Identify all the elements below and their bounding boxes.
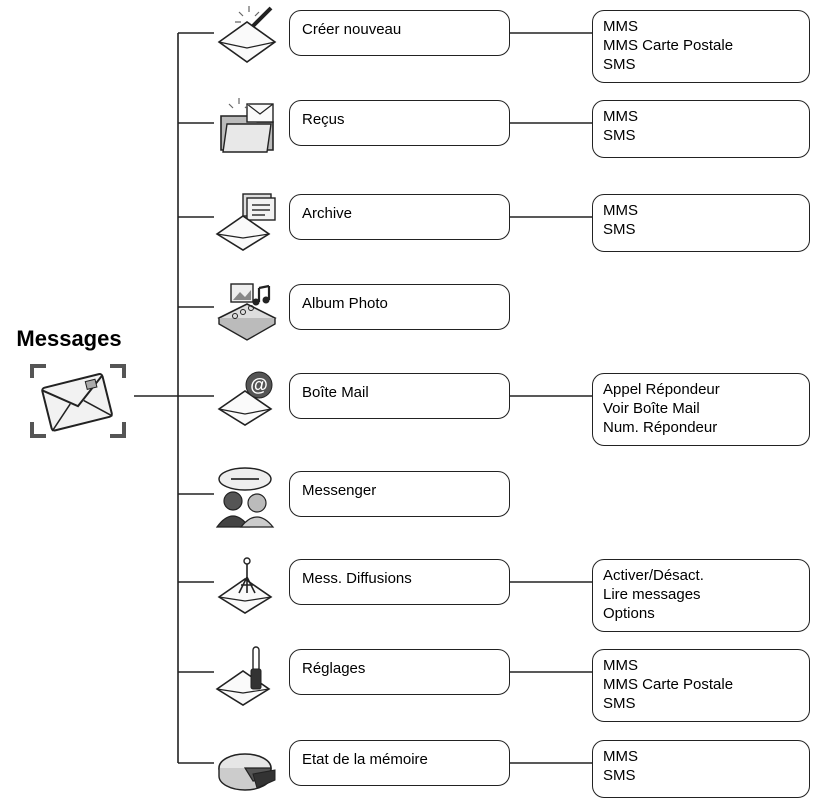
menu-item[interactable]: Créer nouveau xyxy=(289,10,510,56)
email-at-icon: @ xyxy=(210,367,280,436)
memory-pie-icon xyxy=(210,734,280,803)
menu-item-label: Archive xyxy=(302,205,353,222)
submenu-item[interactable]: MMS Carte Postale xyxy=(603,37,734,54)
menu-item[interactable]: Messenger xyxy=(289,471,510,517)
submenu-box: MMS SMS xyxy=(592,100,810,158)
envelope-pen-icon xyxy=(210,4,280,73)
submenu-item[interactable]: MMS xyxy=(603,202,638,219)
submenu-item[interactable]: Lire messages xyxy=(603,586,701,603)
menu-item-label: Etat de la mémoire xyxy=(302,751,428,768)
photo-album-icon xyxy=(210,278,280,347)
menu-item-label: Messenger xyxy=(302,482,377,499)
submenu-box: MMS SMS xyxy=(592,740,810,798)
menu-item-label: Mess. Diffusions xyxy=(302,570,412,587)
page-title: Messages xyxy=(16,326,122,351)
submenu-item[interactable]: SMS xyxy=(603,56,636,73)
submenu-item[interactable]: Voir Boîte Mail xyxy=(603,400,700,417)
menu-item-label: Boîte Mail xyxy=(302,384,369,401)
menu-item[interactable]: Boîte Mail xyxy=(289,373,510,419)
menu-item-label: Album Photo xyxy=(302,295,388,312)
menu-item-label: Reçus xyxy=(302,111,345,128)
submenu-item[interactable]: MMS xyxy=(603,748,638,765)
messenger-people-icon xyxy=(210,465,280,534)
submenu-item[interactable]: SMS xyxy=(603,695,636,712)
submenu-item[interactable]: MMS Carte Postale xyxy=(603,676,734,693)
submenu-item[interactable]: Num. Répondeur xyxy=(603,419,718,436)
submenu-box: MMS SMS xyxy=(592,194,810,252)
submenu-item[interactable]: MMS xyxy=(603,657,638,674)
submenu-item[interactable]: SMS xyxy=(603,127,636,144)
submenu-item[interactable]: Activer/Désact. xyxy=(603,567,704,584)
settings-envelope-icon xyxy=(210,643,280,712)
svg-text:@: @ xyxy=(250,375,268,395)
submenu-item[interactable]: Appel Répondeur xyxy=(603,381,720,398)
menu-item[interactable]: Etat de la mémoire xyxy=(289,740,510,786)
menu-item[interactable]: Mess. Diffusions xyxy=(289,559,510,605)
submenu-item[interactable]: SMS xyxy=(603,221,636,238)
submenu-item[interactable]: Options xyxy=(603,605,655,622)
inbox-folder-icon xyxy=(210,94,280,163)
envelope-frame-icon xyxy=(28,362,128,445)
submenu-item[interactable]: SMS xyxy=(603,767,636,784)
menu-item[interactable]: Réglages xyxy=(289,649,510,695)
menu-item[interactable]: Album Photo xyxy=(289,284,510,330)
menu-item[interactable]: Reçus xyxy=(289,100,510,146)
menu-item[interactable]: Archive xyxy=(289,194,510,240)
menu-item-label: Réglages xyxy=(302,660,366,677)
menu-item-label: Créer nouveau xyxy=(302,21,402,38)
submenu-item[interactable]: MMS xyxy=(603,18,638,35)
broadcast-envelope-icon xyxy=(210,553,280,622)
archive-envelope-icon xyxy=(210,188,280,257)
submenu-item[interactable]: MMS xyxy=(603,108,638,125)
